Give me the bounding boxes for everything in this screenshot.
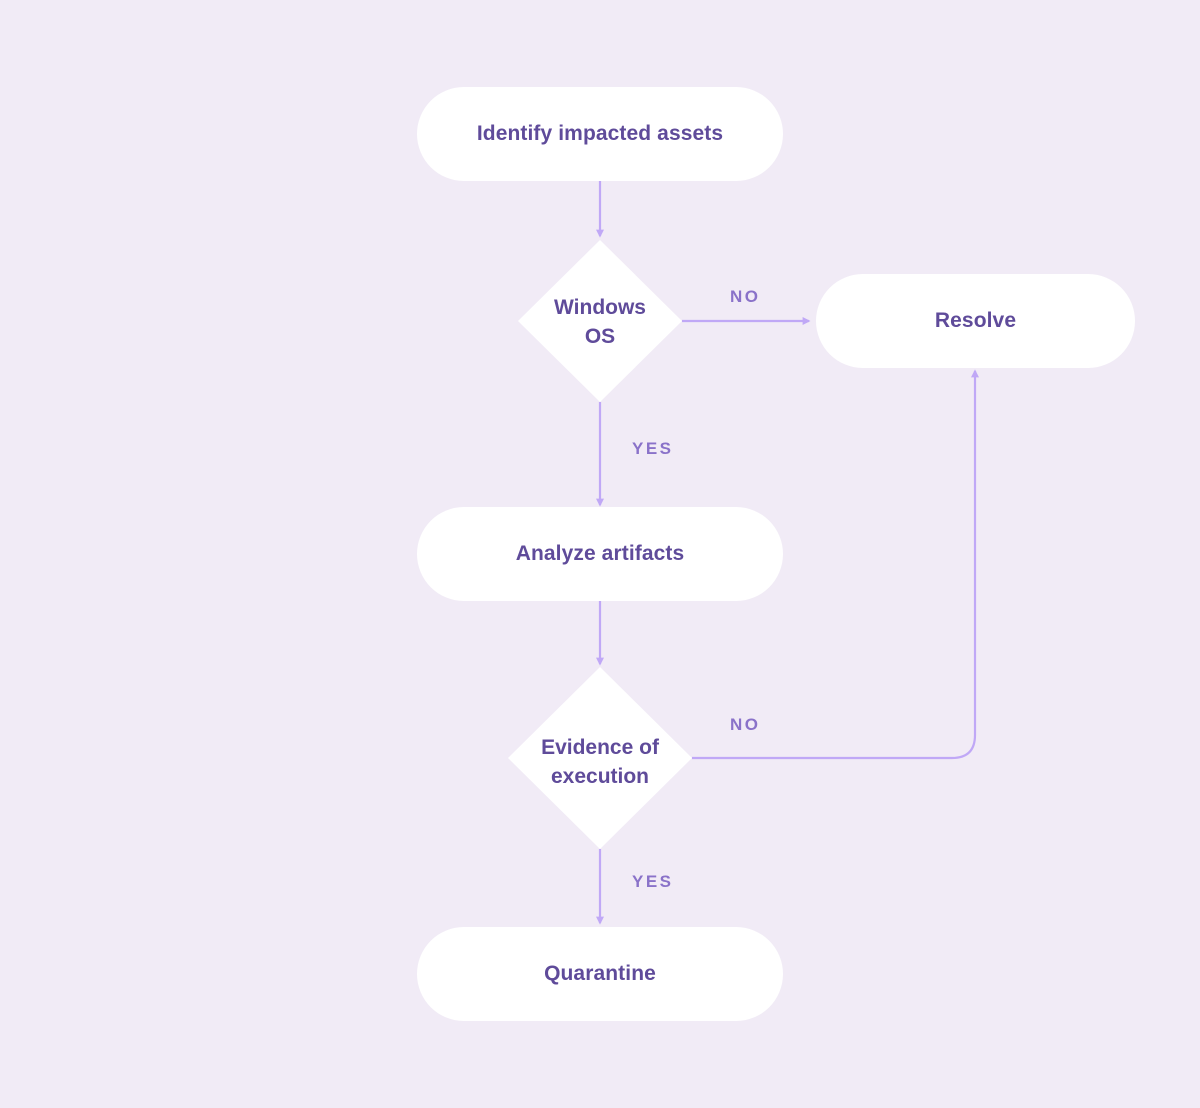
node-resolve: Resolve — [816, 274, 1135, 368]
node-identify-impacted-assets: Identify impacted assets — [417, 87, 783, 181]
node-identify-label: Identify impacted assets — [476, 122, 724, 145]
edge-label-evidence-no: NO — [730, 715, 761, 734]
edge-evidence-to-resolve — [692, 369, 979, 760]
node-resolve-label: Resolve — [934, 309, 1017, 332]
node-quarantine: Quarantine — [417, 927, 783, 1021]
decision-windows-os-diamond — [518, 240, 682, 402]
edge-label-evidence-yes: YES — [632, 872, 674, 891]
node-quarantine-label: Quarantine — [544, 962, 656, 985]
decision-evidence-label: Evidence of execution — [541, 736, 659, 788]
decision-evidence-diamond — [508, 667, 692, 849]
node-analyze-label: Analyze artifacts — [515, 542, 685, 565]
edge-label-windows-no: NO — [730, 287, 761, 306]
node-analyze-artifacts: Analyze artifacts — [417, 507, 783, 601]
decision-windows-os-label: Windows OS — [554, 296, 646, 348]
edge-label-windows-yes: YES — [632, 439, 674, 458]
